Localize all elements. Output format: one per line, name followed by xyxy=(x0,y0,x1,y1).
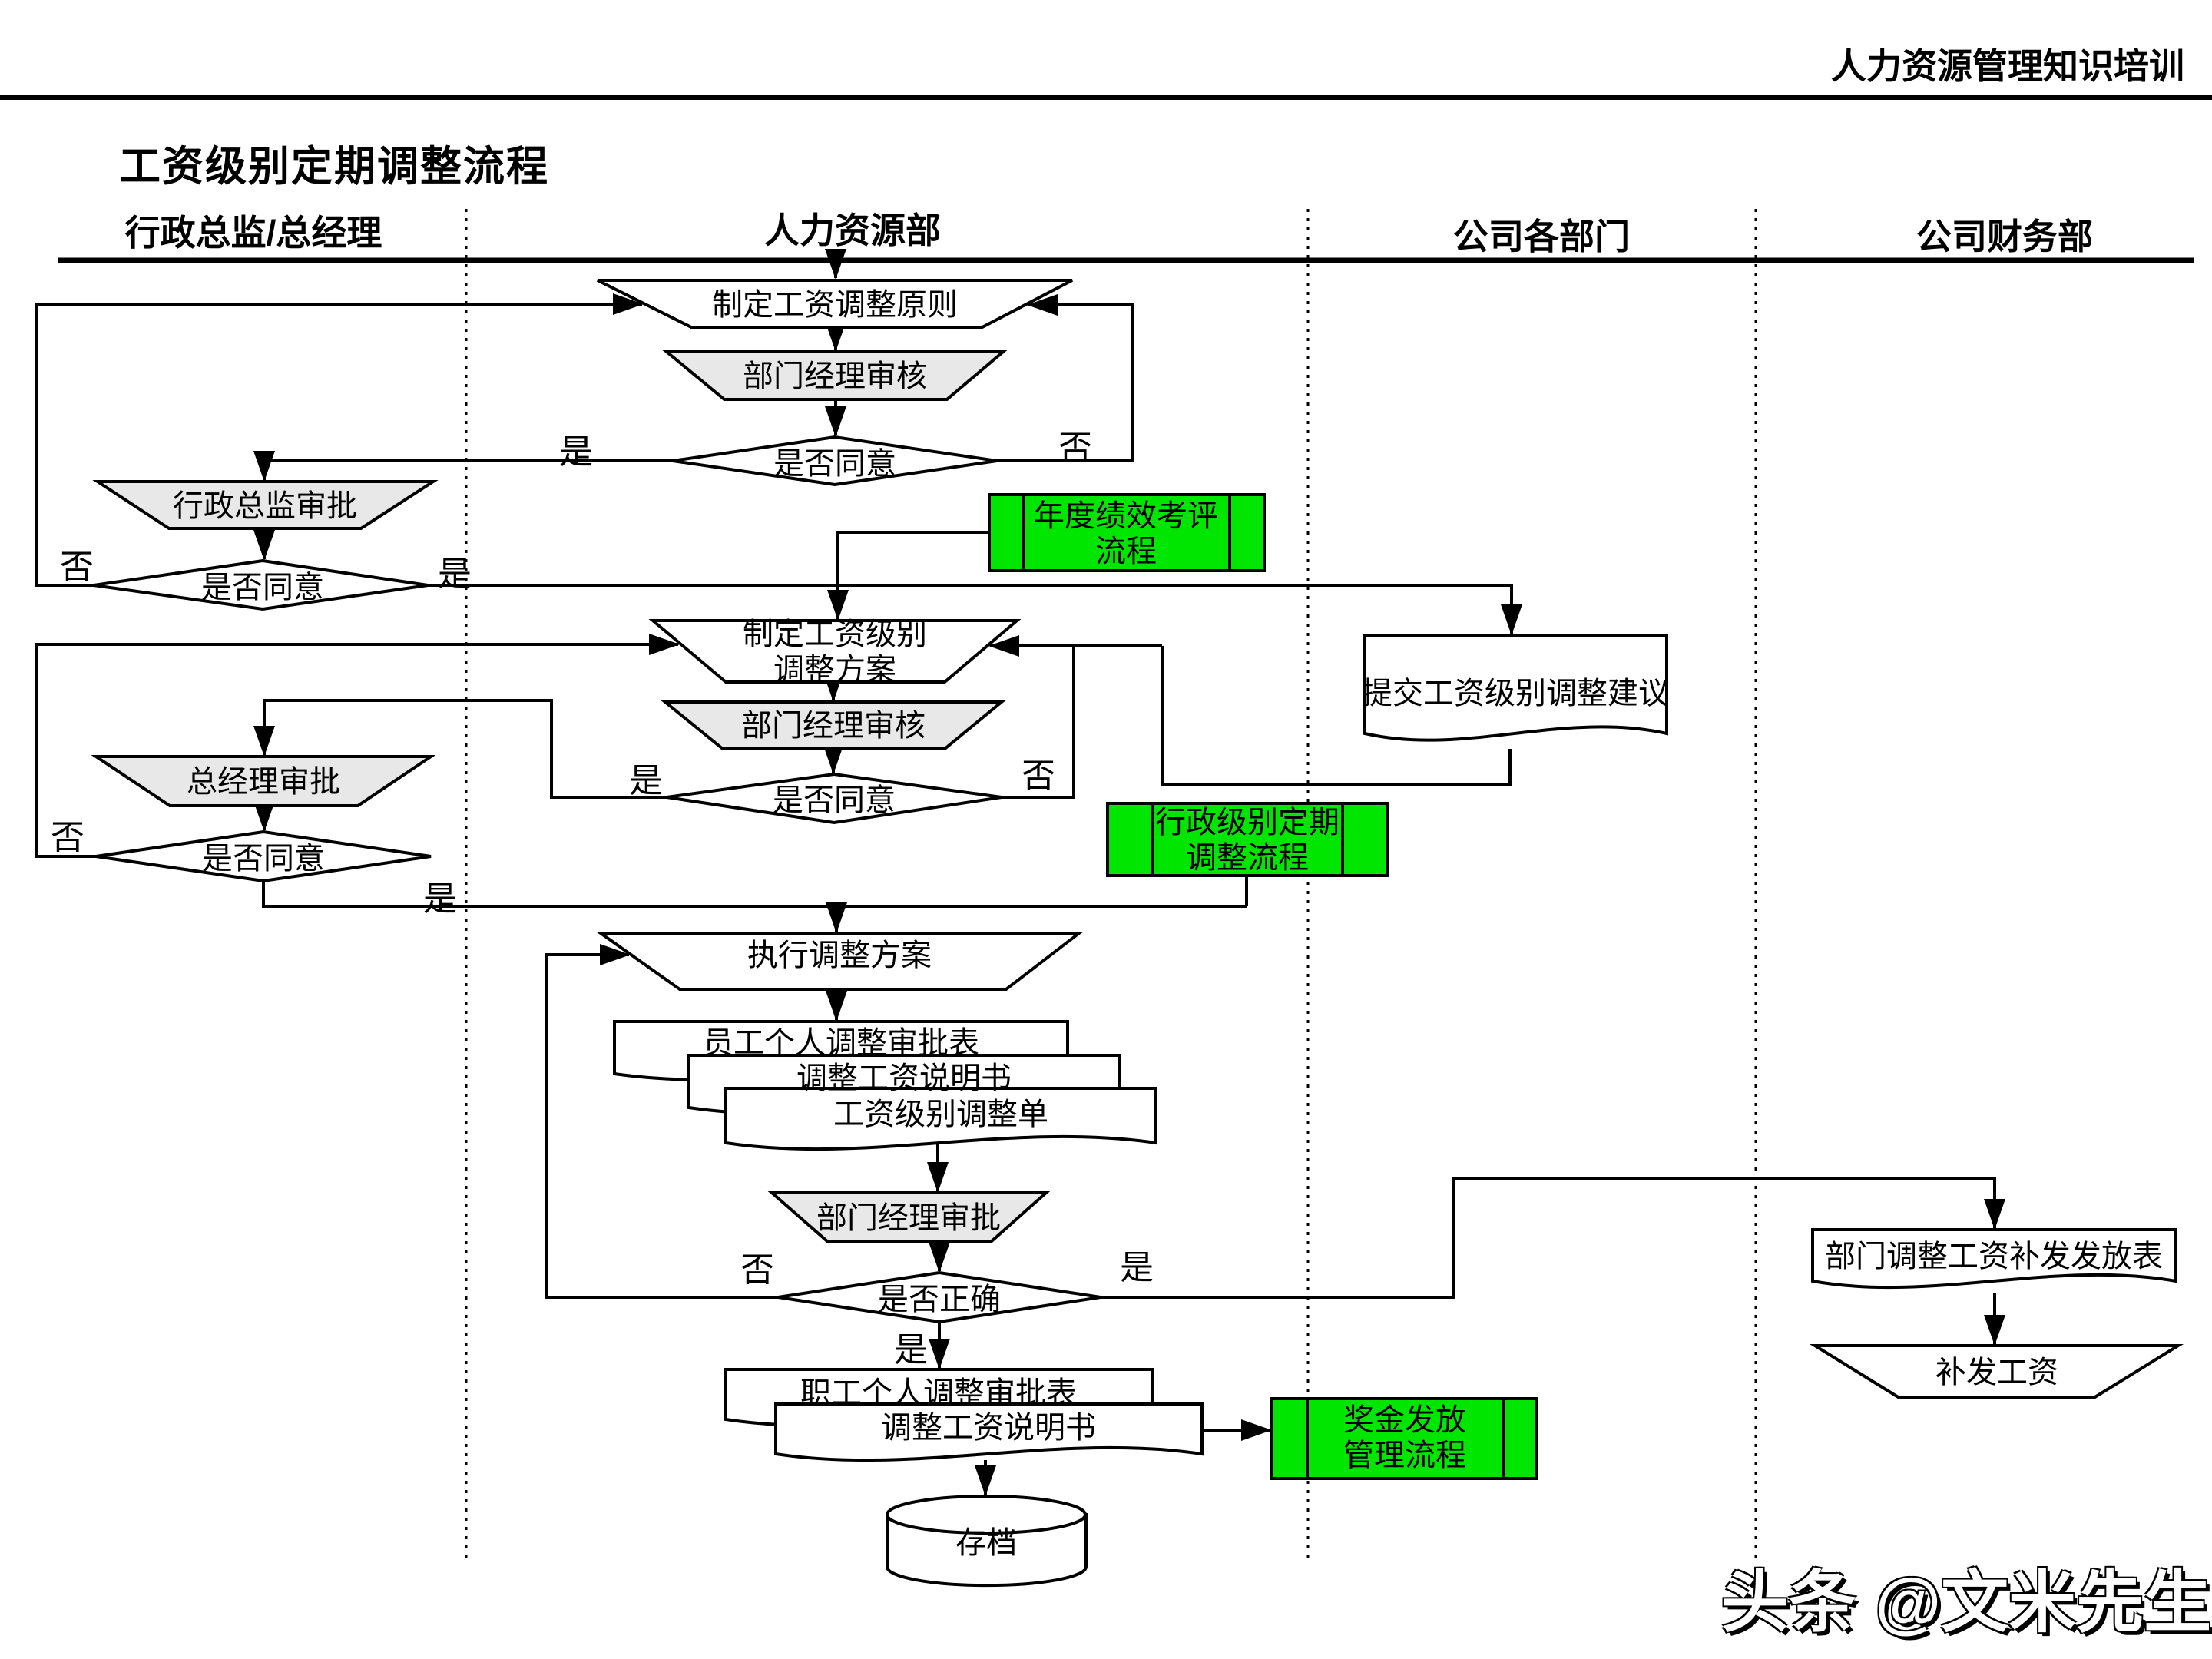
doc-dept-backpay-form-label: 部门调整工资补发发放表 xyxy=(1825,1240,2163,1273)
doc-submit-suggestion-shape xyxy=(1363,634,1668,742)
node-execute-plan-shape xyxy=(595,932,1084,991)
ref-admin-grade-label: 行政级别定期 调整流程 xyxy=(1155,806,1339,875)
node-back-pay-shape xyxy=(1809,1344,2184,1399)
edge-label-yes-4: 是 xyxy=(423,880,457,918)
page-title: 工资级别定期调整流程 xyxy=(119,144,549,190)
lane-header-admin-director: 行政总监/总经理 xyxy=(124,213,382,253)
node-dept-approval-label: 部门经理审批 xyxy=(816,1201,1001,1235)
ref-annual-performance-shape xyxy=(988,493,1266,572)
ref-bonus-process-shape xyxy=(1270,1397,1538,1480)
edge-d4-yes-rail xyxy=(262,881,1247,908)
edge-d3-no-rail xyxy=(1002,646,1075,799)
doc-salary-instruction2-shape xyxy=(774,1402,1204,1462)
edge-doc-suggestion-rail xyxy=(1161,646,1512,786)
decision-agree2-shape xyxy=(93,558,429,611)
decision-agree3-label: 是否同意 xyxy=(773,783,896,817)
doc-grade-adjust-form-label: 工资级别调整单 xyxy=(833,1098,1048,1131)
node-define-grade-plan-label: 制定工资级别 调整方案 xyxy=(743,618,927,687)
edge-label-no-4: 否 xyxy=(51,819,84,856)
edge-label-no-3: 否 xyxy=(1022,757,1055,795)
lane-header-departments: 公司各部门 xyxy=(1453,217,1630,257)
doc-dept-backpay-form-shape xyxy=(1811,1228,2177,1290)
edge-d5-no-loop xyxy=(545,944,778,1299)
doc-employee-personal-form-label: 员工个人调整审批表 xyxy=(703,1026,979,1060)
decision-agree3-shape xyxy=(666,772,1002,825)
node-gm-approval-label: 总经理审批 xyxy=(187,765,340,799)
edge-label-yes-5: 是 xyxy=(1120,1249,1154,1286)
training-header: 人力资源管理知识培训 xyxy=(1831,46,2184,86)
edge-d5-yes-to-finance xyxy=(1101,1177,2005,1299)
edge-d1-yes xyxy=(253,451,673,482)
node-admin-director-approval-label: 行政总监审批 xyxy=(173,489,357,523)
node-dept-review2-shape xyxy=(661,700,1006,750)
ref-annual-performance-label: 年度绩效考评 流程 xyxy=(1034,499,1218,568)
decision-agree1-shape xyxy=(672,435,998,487)
decision-agree2-label: 是否同意 xyxy=(201,571,324,604)
edge-d3-yes xyxy=(253,699,667,799)
doc-grade-adjust-form-shape xyxy=(724,1087,1157,1151)
lane-header-hr: 人力资源部 xyxy=(764,210,941,250)
node-admin-director-approval-shape xyxy=(92,480,439,530)
edge-label-yes-3: 是 xyxy=(629,762,663,800)
node-define-principles-label: 制定工资调整原则 xyxy=(712,288,958,322)
archive-label: 存档 xyxy=(955,1526,1017,1560)
edge-annual-to-plan xyxy=(827,531,989,621)
edge-d2-yes-to-doc xyxy=(428,584,1522,635)
edge-d2-no-loop xyxy=(35,293,644,587)
doc-staff-personal-form-label: 职工个人调整审批表 xyxy=(800,1376,1077,1410)
archive-cylinder-top xyxy=(886,1495,1087,1535)
node-dept-approval-shape xyxy=(767,1191,1051,1243)
watermark: 头条 @文米先生 xyxy=(1720,1564,2212,1641)
edge-label-no-2: 否 xyxy=(60,548,94,586)
decision-correct-shape xyxy=(777,1270,1101,1324)
decision-agree4-label: 是否同意 xyxy=(202,842,325,876)
edge-label-no-1: 否 xyxy=(1058,429,1092,467)
node-dept-review1-shape xyxy=(662,350,1008,401)
node-define-principles-shape xyxy=(597,279,1073,329)
edge-d4-no-loop xyxy=(35,634,680,858)
decision-correct-label: 是否正确 xyxy=(878,1283,1001,1316)
decision-agree4-shape xyxy=(95,830,432,883)
node-execute-plan-label: 执行调整方案 xyxy=(747,939,932,972)
doc-submit-suggestion-label: 提交工资级别调整建议 xyxy=(1362,677,1669,710)
edge-label-yes-1: 是 xyxy=(559,433,593,471)
edge-label-yes-6: 是 xyxy=(894,1331,928,1369)
lane-header-finance: 公司财务部 xyxy=(1916,217,2093,257)
node-gm-approval-shape xyxy=(91,755,436,807)
edge-label-no-5: 否 xyxy=(740,1251,774,1289)
node-back-pay-label: 补发工资 xyxy=(1936,1356,2058,1389)
node-dept-review1-label: 部门经理审核 xyxy=(743,359,927,393)
ref-bonus-process-label: 奖金发放 管理流程 xyxy=(1343,1403,1466,1472)
edge-label-yes-2: 是 xyxy=(438,555,472,593)
doc-salary-instruction2-label: 调整工资说明书 xyxy=(881,1411,1096,1445)
node-define-grade-plan-shape xyxy=(648,619,1022,684)
node-dept-review2-label: 部门经理审核 xyxy=(741,709,926,743)
archive-cylinder-body xyxy=(886,1513,1088,1588)
decision-agree1-label: 是否同意 xyxy=(773,447,896,481)
edge-d1-no-loop xyxy=(997,294,1134,462)
doc-salary-instruction1-label: 调整工资说明书 xyxy=(796,1061,1012,1095)
